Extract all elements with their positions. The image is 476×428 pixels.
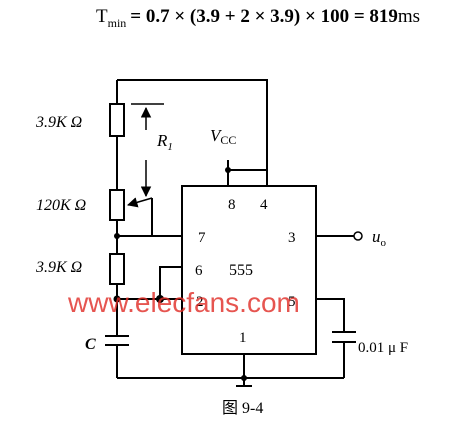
label-output: uo xyxy=(372,227,387,249)
pin-8: 8 xyxy=(228,197,236,213)
wire-pin5 xyxy=(316,298,345,332)
junction-vcc xyxy=(225,167,231,173)
pin-1: 1 xyxy=(239,330,247,346)
wire-pin6 xyxy=(159,266,182,299)
pin-7: 7 xyxy=(198,230,206,246)
junction-pin2 xyxy=(113,295,121,303)
pin-2: 2 xyxy=(196,294,204,310)
wire-top xyxy=(117,79,268,170)
resistor-bottom xyxy=(109,253,125,285)
junction-pin7 xyxy=(114,233,120,239)
watermark: www.elecfans.com xyxy=(67,287,300,318)
wire-vcc xyxy=(227,160,268,186)
potentiometer xyxy=(109,189,125,221)
label-r-top: 3.9K Ω xyxy=(35,114,82,131)
label-c-control: 0.01 μ F xyxy=(358,340,408,356)
output-terminal xyxy=(353,231,363,241)
pin-4: 4 xyxy=(260,197,268,213)
figure-caption: 图 9-4 xyxy=(222,400,263,417)
label-vcc: VCC xyxy=(210,126,236,147)
label-r-pot: 120K Ω xyxy=(36,197,86,214)
resistor-top xyxy=(109,103,125,137)
junction-ground xyxy=(241,375,247,381)
label-r-bottom: 3.9K Ω xyxy=(35,259,82,276)
pin-5: 5 xyxy=(288,294,296,310)
ic-555-body xyxy=(181,185,317,355)
label-r1: R1 xyxy=(156,131,173,153)
label-ic-name: 555 xyxy=(229,262,253,279)
formula: Tmin= 0.7 × (3.9 + 2 × 3.9) × 100 = 819m… xyxy=(96,6,420,30)
pot-wiper-arrow xyxy=(126,197,153,208)
pin-3: 3 xyxy=(288,230,296,246)
label-c: C xyxy=(85,336,96,353)
pin-6: 6 xyxy=(195,263,203,279)
junction-pin6-2 xyxy=(156,295,164,303)
